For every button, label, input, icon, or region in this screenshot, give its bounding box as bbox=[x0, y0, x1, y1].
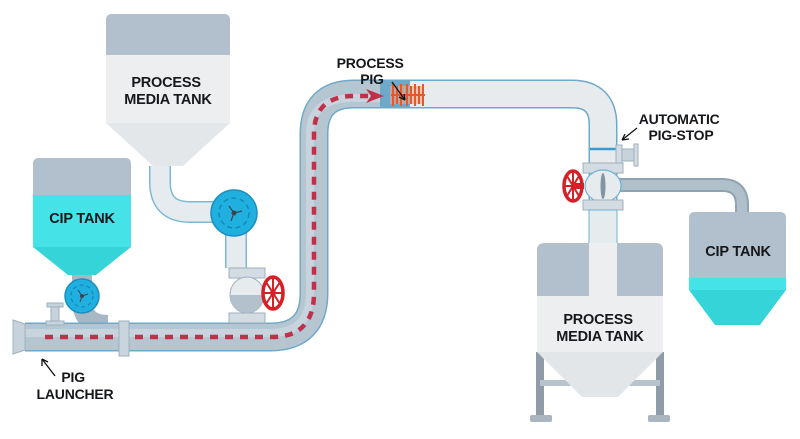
automatic-pig-stop-label: AUTOMATIC PIG-STOP bbox=[639, 111, 724, 143]
cip-pump bbox=[64, 278, 100, 314]
callout-pig-launcher: PIG LAUNCHER bbox=[37, 358, 114, 402]
process-media-tank-bottom-label: PROCESS MEDIA TANK bbox=[556, 312, 644, 345]
callout-automatic-pig-stop: AUTOMATIC PIG-STOP bbox=[621, 111, 724, 143]
diverter-valve[interactable] bbox=[562, 162, 624, 211]
arrow-icon bbox=[41, 358, 49, 366]
process-media-tank-top: PROCESS MEDIA TANK bbox=[106, 14, 230, 166]
process-media-tank-bottom: PROCESS MEDIA TANK bbox=[530, 243, 670, 422]
cip-tank-right: CIP TANK bbox=[689, 212, 786, 325]
pig-launcher-hatch[interactable] bbox=[12, 319, 26, 355]
handwheel-icon[interactable] bbox=[562, 169, 584, 203]
tank-inlet-pipe bbox=[588, 209, 618, 246]
process-media-tank-top-label: PROCESS MEDIA TANK bbox=[124, 75, 212, 108]
cip-tank-left-label: CIP TANK bbox=[49, 211, 115, 227]
process-pig-label: PROCESS PIG bbox=[337, 55, 408, 87]
pig-launcher-label: PIG LAUNCHER bbox=[37, 369, 114, 402]
flow-path bbox=[45, 89, 384, 340]
flow-arrow-icon bbox=[366, 89, 384, 103]
process-pump bbox=[210, 189, 258, 237]
launcher-vent-valve bbox=[45, 302, 65, 326]
cip-tank-right-label: CIP TANK bbox=[705, 244, 771, 260]
cip-tank-left: CIP TANK bbox=[33, 158, 131, 275]
cip-return-pipe bbox=[615, 178, 749, 212]
handwheel-icon[interactable] bbox=[261, 275, 285, 311]
process-line-valve[interactable] bbox=[228, 267, 285, 324]
callout-process-pig: PROCESS PIG bbox=[337, 55, 408, 101]
arrow-icon bbox=[621, 133, 630, 141]
arrow-icon bbox=[398, 93, 406, 101]
pipe-flange bbox=[118, 320, 130, 357]
